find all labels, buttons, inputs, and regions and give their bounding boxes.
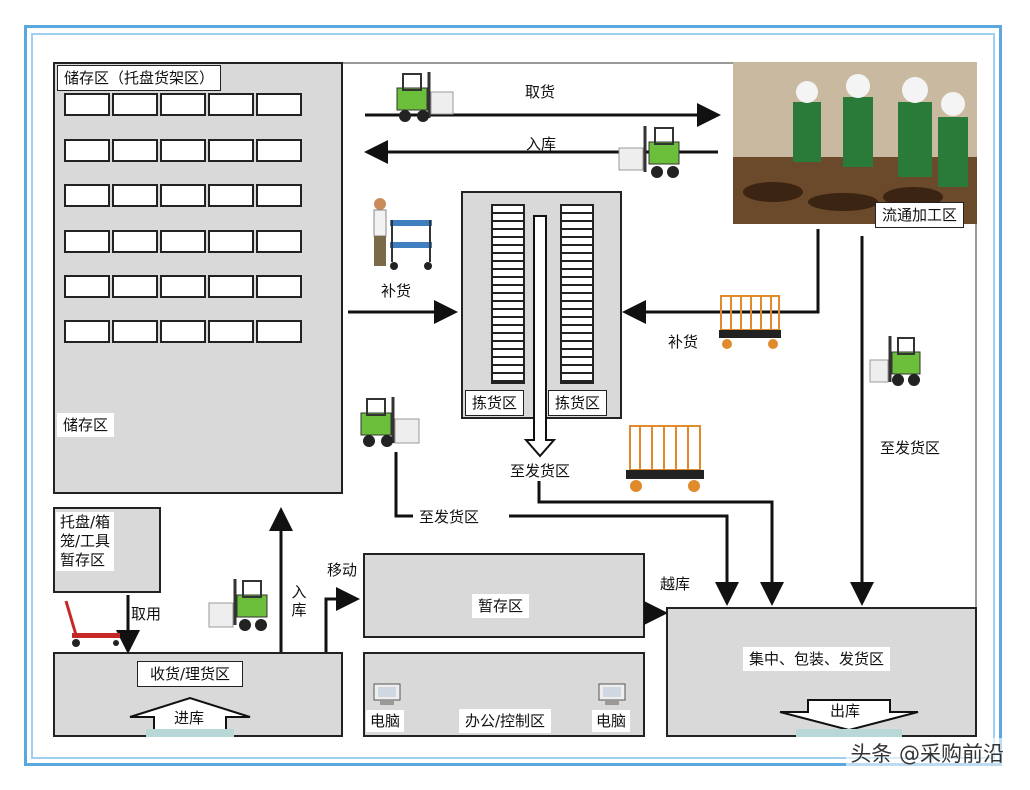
picking-rack: [491, 204, 525, 384]
pallet-slot: [64, 230, 110, 253]
office-zone-label: 办公/控制区: [459, 709, 552, 733]
forklift-icon: [868, 334, 926, 396]
temp-zone-label: 暂存区: [472, 594, 530, 618]
pallet-row: [64, 93, 304, 116]
to-shipping-mid-text: 至发货区: [419, 508, 480, 526]
pallet-zone-label: 托盘/箱 笼/工具 暂存区: [56, 512, 115, 571]
pallet-slot: [208, 275, 254, 298]
computer-right-label: 电脑: [592, 710, 631, 732]
pallet-slot: [64, 93, 110, 116]
pallet-slot: [160, 320, 206, 343]
receiving-zone-label: 收货/理货区: [137, 661, 244, 687]
storage-zone-label: 储存区: [57, 413, 115, 437]
worker-icon: [364, 196, 436, 278]
pallet-slot: [64, 275, 110, 298]
pallet-slot: [64, 184, 110, 207]
pallet-slot: [208, 139, 254, 162]
pallet-slot: [256, 275, 302, 298]
pallet-slot: [256, 320, 302, 343]
pallet-row: [64, 275, 304, 298]
forklift-icon: [207, 575, 275, 641]
pallet-row: [64, 320, 304, 343]
forklift-icon: [613, 124, 683, 186]
pallet-slot: [160, 230, 206, 253]
take-goods-text: 取货: [525, 83, 556, 101]
pallet-slot: [64, 139, 110, 162]
replenish-left-text: 补货: [381, 282, 412, 300]
computer-icon: [597, 682, 627, 712]
in-warehouse-text: 进库: [174, 709, 205, 727]
pallet-slot: [256, 93, 302, 116]
pallet-slot: [160, 139, 206, 162]
take-use-text: 取用: [131, 605, 162, 623]
pallet-slot: [160, 184, 206, 207]
pallet-slot: [160, 93, 206, 116]
pallet-row: [64, 230, 304, 253]
pallet-slot: [256, 139, 302, 162]
storage-rack-zone-label: 储存区（托盘货架区）: [57, 65, 222, 91]
picking-zone-left-label: 拣货区: [465, 390, 525, 416]
pallet-slot: [208, 184, 254, 207]
pallet-slot: [64, 320, 110, 343]
pallet-row: [64, 139, 304, 162]
pallet-slot: [112, 275, 158, 298]
processing-zone-label: 流通加工区: [875, 202, 965, 228]
pallet-slot: [256, 184, 302, 207]
cross-dock-text: 越库: [660, 575, 691, 593]
to-shipping-right-text: 至发货区: [880, 439, 941, 457]
cart-icon: [624, 420, 706, 500]
picking-zone-right-label: 拣货区: [548, 390, 608, 416]
shipping-zone-label: 集中、包装、发货区: [743, 647, 891, 671]
inbound-top-text: 入库: [526, 135, 557, 153]
pallet-slot: [112, 320, 158, 343]
pallet-slot: [208, 320, 254, 343]
out-warehouse-text: 出库: [830, 702, 861, 720]
cart-icon: [717, 290, 783, 356]
pallet-slot: [208, 93, 254, 116]
processing-photo: [733, 62, 977, 224]
pallet-slot: [208, 230, 254, 253]
right-boundary: [975, 62, 977, 607]
computer-left-label: 电脑: [366, 710, 405, 732]
pallet-slot: [112, 184, 158, 207]
outer-frame: [24, 25, 1002, 766]
to-shipping-center-text: 至发货区: [508, 461, 573, 481]
forklift-icon: [393, 70, 455, 130]
inner-frame: [31, 33, 995, 759]
top-boundary: [341, 62, 977, 64]
hand-truck-icon: [58, 599, 124, 655]
pallet-slot: [256, 230, 302, 253]
pallet-row: [64, 184, 304, 207]
pallet-slot: [160, 275, 206, 298]
watermark: 头条 @采购前沿: [846, 738, 1008, 768]
move-text: 移动: [327, 561, 358, 579]
pallet-slot: [112, 230, 158, 253]
replenish-right-text: 补货: [668, 333, 699, 351]
forklift-icon: [357, 393, 423, 459]
pallet-slot: [112, 139, 158, 162]
picking-rack: [560, 204, 594, 384]
computer-icon: [372, 682, 402, 712]
inbound-vertical-text: 入 库: [291, 583, 307, 619]
pallet-slot: [112, 93, 158, 116]
